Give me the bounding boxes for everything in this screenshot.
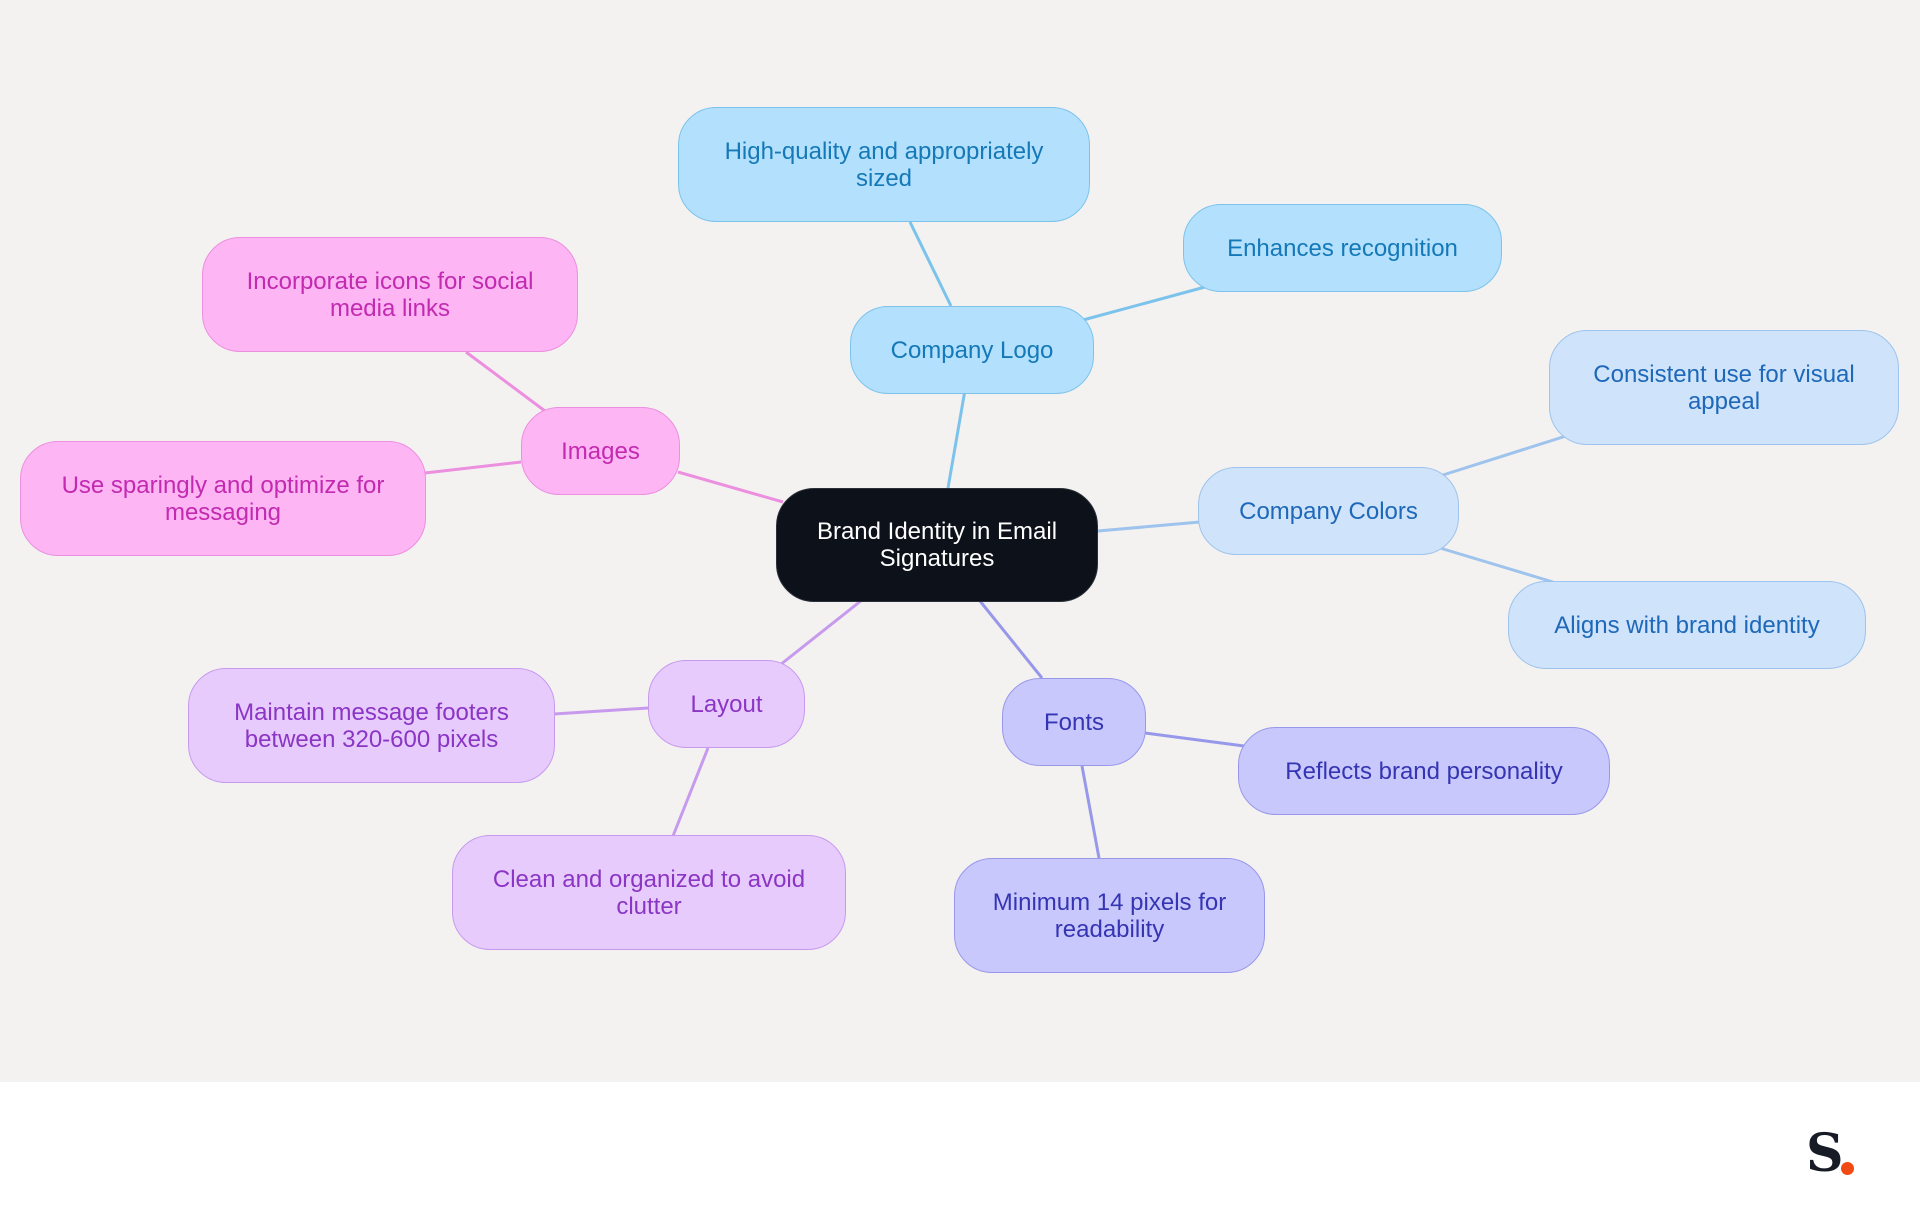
leaf-incorporate-icons: Incorporate icons for social media links [202,237,578,352]
branch-fonts: Fonts [1002,678,1146,766]
leaf-enhances-recognition: Enhances recognition [1183,204,1502,292]
edge-root-logo [946,389,967,489]
edge-colors-consistent [1442,434,1567,477]
edge-logo-recognition [1082,285,1206,322]
branch-images: Images [521,407,680,495]
edge-images-icons [465,350,546,413]
leaf-brand-personality: Reflects brand personality [1238,727,1610,815]
edge-logo-quality [908,221,953,307]
leaf-minimum-14px: Minimum 14 pixels for readability [954,858,1265,973]
leaf-aligns-brand: Aligns with brand identity [1508,581,1866,669]
mind-map-canvas: Brand Identity in Email Signatures Compa… [0,0,1920,1082]
leaf-use-sparingly: Use sparingly and optimize for messaging [20,441,426,556]
edge-images-sparingly [424,460,522,475]
edge-root-layout [779,598,863,667]
leaf-clean-organized: Clean and organized to avoid clutter [452,835,846,950]
edge-layout-clean [671,747,710,837]
leaf-message-footers: Maintain message footers between 320-600… [188,668,555,783]
brand-logo-dot [1841,1162,1854,1175]
leaf-high-quality: High-quality and appropriately sized [678,107,1090,222]
branch-company-logo: Company Logo [850,306,1094,394]
edge-fonts-minimum [1080,765,1101,859]
leaf-consistent-use: Consistent use for visual appeal [1549,330,1899,445]
connector-lines [424,221,1567,859]
brand-logo: S [1806,1123,1844,1184]
edge-root-images [677,470,784,504]
root-node: Brand Identity in Email Signatures [776,488,1098,602]
branch-layout: Layout [648,660,805,748]
branch-company-colors: Company Colors [1198,467,1459,555]
edge-layout-footers [553,706,649,716]
edge-fonts-personality [1144,731,1245,748]
edge-root-fonts [978,600,1044,679]
edge-colors-aligns [1439,546,1554,584]
edge-root-colors [1097,520,1201,533]
